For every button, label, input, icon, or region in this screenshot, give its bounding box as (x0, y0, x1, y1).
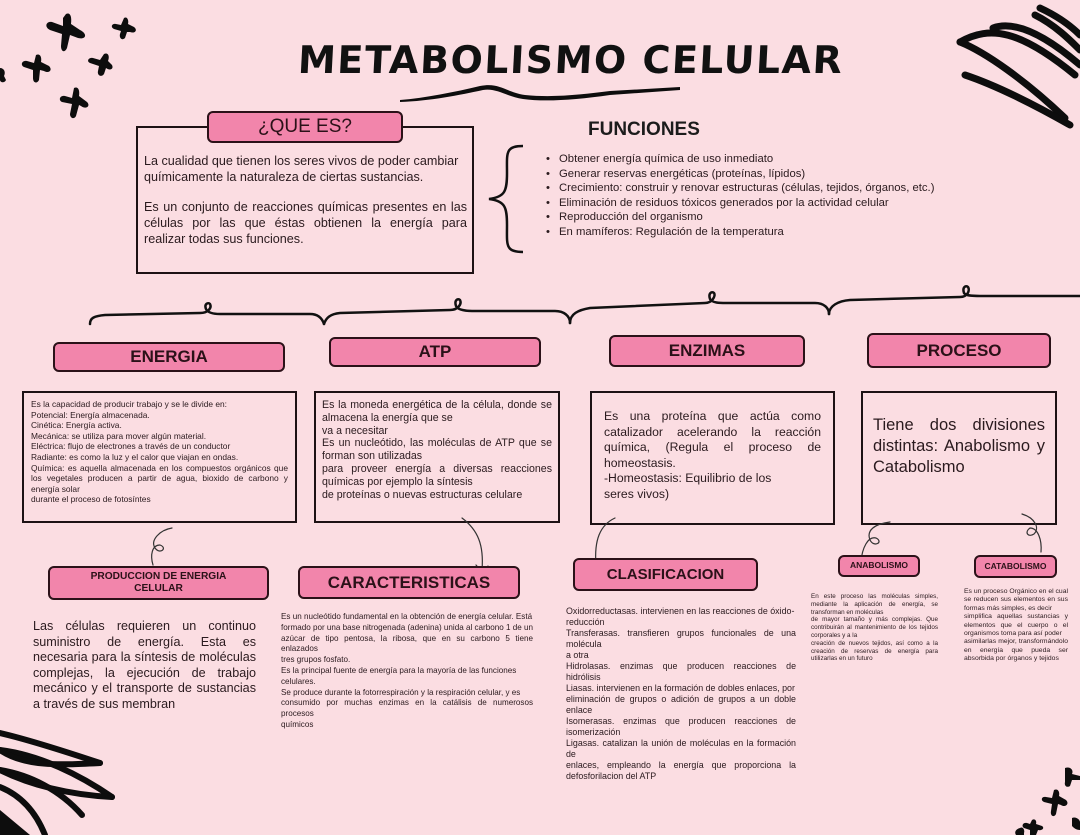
atp-line: va a necesitar (322, 424, 388, 437)
clasificacion-line: Hidrolasas. enzimas que producen reaccio… (566, 661, 796, 682)
funciones-title: FUNCIONES (588, 119, 700, 140)
caracteristicas-line: consumido por muchas enzimas en la catál… (281, 698, 533, 719)
funcion-item: Generar reservas energéticas (proteínas,… (546, 167, 936, 182)
energia-line: Eléctrica: flujo de electrones a través … (31, 441, 231, 452)
anabolismo-line: creación de nuevos tejidos, así como a l… (811, 639, 938, 663)
sparkle-stars-top-left-icon (0, 13, 136, 119)
clasificacion-line: a otra (566, 650, 589, 660)
scribble-top-right-icon (956, 4, 1080, 129)
energia-line: Radiante: es como la luz y el calor que … (31, 451, 239, 462)
funcion-item: Obtener energía química de uso inmediato (546, 152, 936, 167)
funcion-item: Reproducción del organismo (546, 210, 936, 225)
caracteristicas-text: Es un nucleótido fundamental en la obten… (281, 612, 533, 731)
enzimas-text-2: -Homeostasis: Equilibrio de los seres vi… (604, 471, 772, 501)
proceso-header: PROCESO (867, 333, 1051, 368)
clasificacion-line: eliminación de grupos o adición de grupo… (566, 694, 796, 715)
caracteristicas-line: formado por una base nitrogenada (adenin… (281, 622, 533, 632)
que-es-paragraph-1: La cualidad que tienen los seres vivos d… (144, 154, 459, 184)
catabolismo-line: asimilarlas mejor, transformándolo en en… (964, 638, 1068, 663)
funciones-list: Obtener energía química de uso inmediato… (546, 152, 936, 239)
atp-line: Es un nucleótido, las moléculas de ATP q… (322, 437, 552, 463)
clasificacion-line: reducción (566, 617, 605, 627)
energia-header: ENERGIA (53, 342, 285, 372)
clasificacion-line: Ligasas. catalizan la unión de moléculas… (566, 738, 796, 759)
proceso-box: Tiene dos divisiones distintas: Anabolis… (861, 391, 1057, 525)
clasificacion-text: Oxidorreductasas. intervienen en las rea… (566, 606, 796, 782)
catabolismo-line: Es un proceso Orgánico en el cual se red… (964, 588, 1068, 612)
anabolismo-header: ANABOLISMO (838, 555, 920, 577)
catabolismo-line: simplifica aquellas sustancias y element… (964, 613, 1068, 638)
caracteristicas-header: CARACTERISTICAS (298, 566, 520, 599)
funcion-item: Crecimiento: construir y renovar estruct… (546, 181, 936, 196)
funcion-item: En mamíferos: Regulación de la temperatu… (546, 225, 936, 240)
scribble-bottom-left-icon (0, 730, 115, 835)
atp-line: de proteínas o nuevas estructuras celula… (322, 488, 523, 501)
funcion-item: Eliminación de residuos tóxicos generado… (546, 196, 936, 211)
proceso-text: Tiene dos divisiones distintas: Anabolis… (873, 416, 1045, 476)
atp-box: Es la moneda energética de la célula, do… (314, 391, 560, 523)
atp-line: Es la moneda energética de la célula, do… (322, 399, 552, 424)
energia-line: durante el proceso de fotosíntes (31, 494, 151, 505)
enzimas-box: Es una proteína que actúa como catalizad… (590, 391, 835, 525)
enzimas-text: Es una proteína que actúa como catalizad… (604, 409, 821, 470)
clasificacion-header: CLASIFICACION (573, 558, 758, 591)
caracteristicas-line: tres grupos fosfato. (281, 655, 351, 665)
caracteristicas-line: Es un nucleótido fundamental en la obten… (281, 612, 533, 621)
caracteristicas-line: Se produce durante la fotorrespiración y… (281, 687, 521, 697)
title-underline-brush-icon (400, 85, 680, 102)
clasificacion-line: Oxidorreductasas. intervienen en las rea… (566, 606, 795, 616)
energia-line: Es la capacidad de producir trabajo y se… (31, 399, 227, 409)
catabolismo-header: CATABOLISMO (974, 555, 1057, 578)
enzimas-header: ENZIMAS (609, 335, 805, 367)
curly-brace-icon (488, 144, 524, 254)
energia-line: Cinética: Energía activa. (31, 420, 122, 431)
caracteristicas-line: Es la principal fuente de energía para l… (281, 665, 517, 675)
produccion-header: PRODUCCION DE ENERGIA CELULAR (48, 566, 269, 600)
caracteristicas-line: azúcar de tipo pentosa, la ribosa, que e… (281, 633, 533, 654)
energia-line: Química: es aquella almacenada en los co… (31, 462, 288, 494)
clasificacion-line: enlaces, empleando la energía que propor… (566, 760, 796, 781)
que-es-header: ¿QUE ES? (207, 111, 403, 143)
energia-line: Potencial: Energía almacenada. (31, 409, 150, 420)
energia-box: Es la capacidad de producir trabajo y se… (22, 391, 297, 523)
caracteristicas-line: químicos (281, 719, 314, 729)
catabolismo-text: Es un proceso Orgánico en el cual se red… (964, 588, 1068, 664)
atp-line: para proveer energía a diversas reaccion… (322, 462, 552, 488)
caracteristicas-line: celulares. (281, 676, 316, 686)
branch-connectors-icon (88, 285, 1080, 326)
anabolismo-line: En este proceso las moléculas simples, m… (811, 593, 938, 616)
sparkle-stars-bottom-right-icon (1015, 767, 1080, 835)
clasificacion-line: Isomerasas. enzimas que producen reaccio… (566, 716, 796, 737)
produccion-text: Las células requieren un continuo sumini… (33, 619, 256, 711)
clasificacion-line: Liasas. intervienen en la formación de d… (566, 683, 795, 693)
que-es-paragraph-2: Es un conjunto de reacciones químicas pr… (144, 200, 467, 246)
anabolismo-text: En este proceso las moléculas simples, m… (811, 593, 938, 663)
energia-line: Mecánica: se utiliza para mover algún ma… (31, 430, 207, 441)
anabolismo-line: de mayor tamaño y más complejas. Que con… (811, 616, 938, 639)
atp-header: ATP (329, 337, 541, 367)
clasificacion-line: Transferasas. transfieren grupos funcion… (566, 628, 796, 649)
